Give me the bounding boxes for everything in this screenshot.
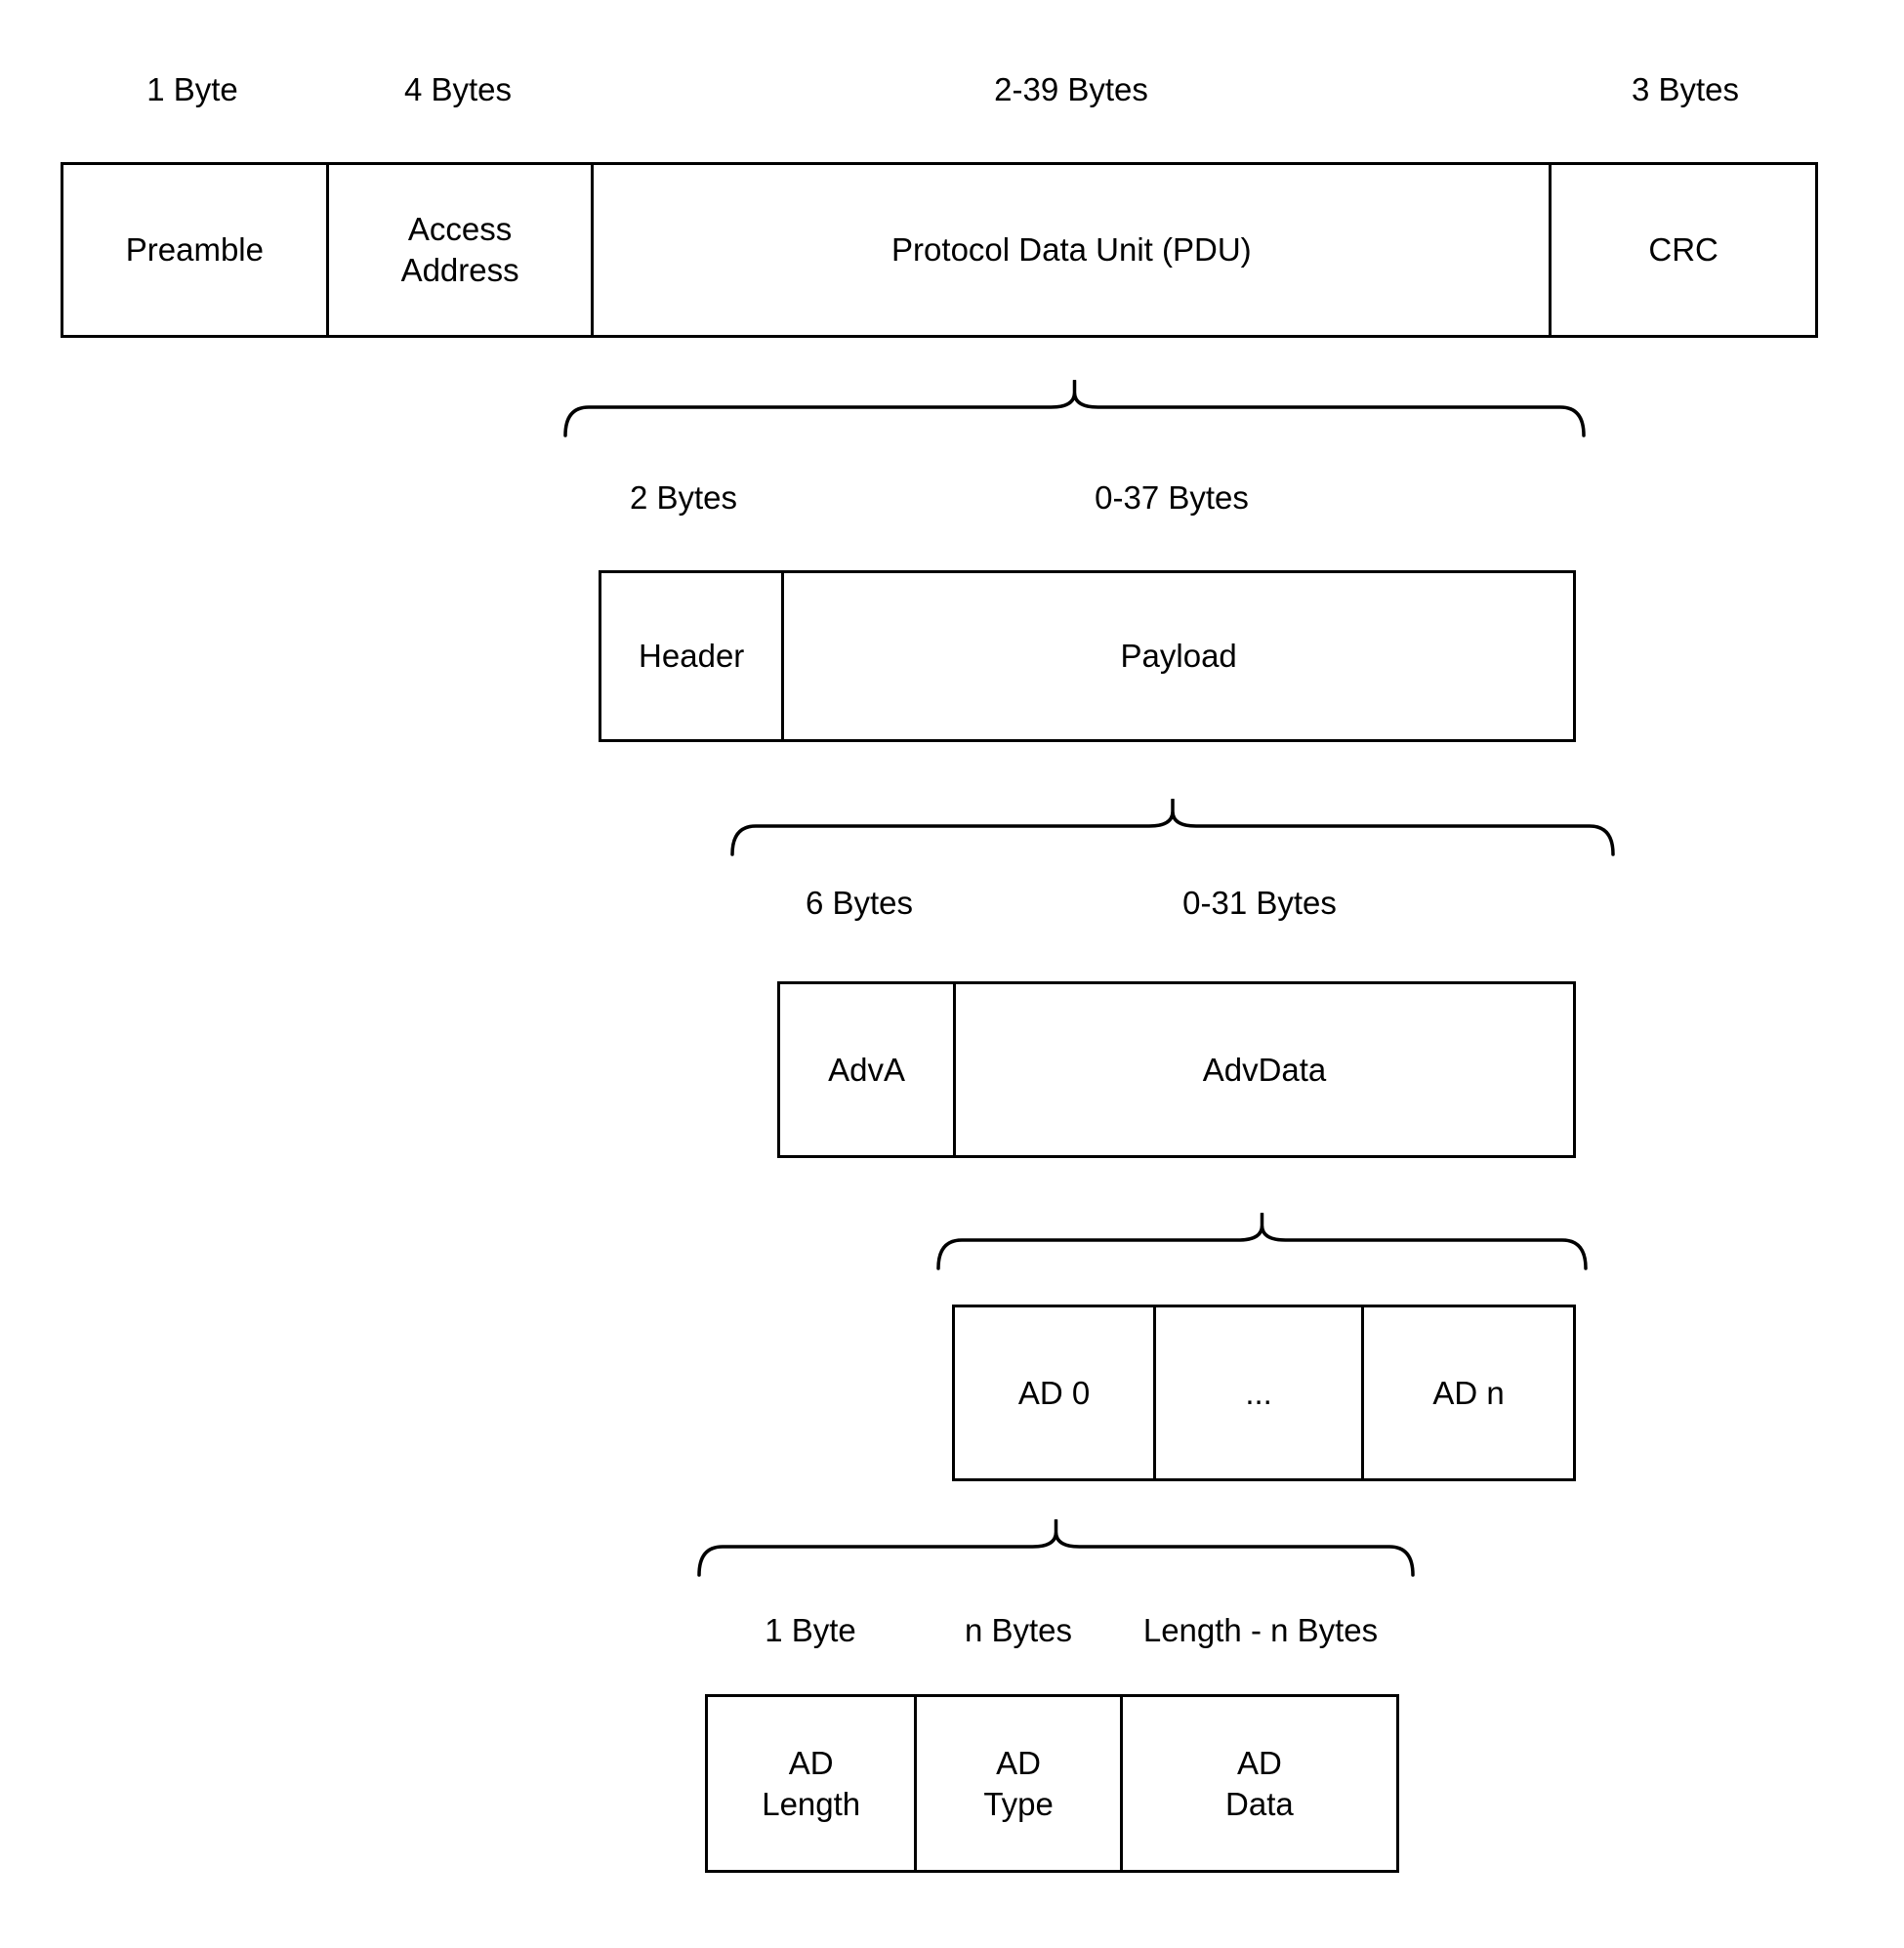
brace-payload-expansion [730, 799, 1615, 856]
cell-access-address: Access Address [325, 165, 592, 335]
size-label-advdata: 0-31 Bytes [1182, 885, 1337, 921]
cell-crc: CRC [1549, 165, 1815, 335]
size-label-pdu: 2-39 Bytes [994, 71, 1148, 107]
brace-advdata-expansion [936, 1213, 1588, 1270]
size-label-preamble: 1 Byte [146, 71, 238, 107]
packet-fields-row: Preamble Access Address Protocol Data Un… [61, 162, 1818, 338]
cell-payload: Payload [781, 573, 1573, 739]
cell-adva: AdvA [828, 1051, 905, 1088]
brace-pdu-expansion [563, 380, 1586, 437]
cell-ad-ellipsis: ... [1153, 1307, 1361, 1478]
size-label-adva: 6 Bytes [805, 885, 914, 921]
cell-ad0: AD 0 [1017, 1374, 1091, 1411]
payload-fields-row: AdvA AdvData [777, 981, 1576, 1158]
cell-pdu: Protocol Data Unit (PDU) [591, 165, 1549, 335]
cell-ad-length: AD Length [762, 1744, 861, 1822]
advdata-structures-row: AD 0 ... AD n [952, 1305, 1576, 1481]
brace-ad0-expansion [697, 1519, 1415, 1577]
size-label-ad-length: 1 Byte [765, 1612, 856, 1648]
size-label-header: 2 Bytes [629, 479, 738, 516]
size-label-ad-type: n Bytes [964, 1612, 1073, 1648]
size-label-ad-data: Length - n Bytes [1142, 1612, 1379, 1648]
cell-advdata: AdvData [953, 984, 1573, 1155]
cell-ad-type: AD Type [914, 1697, 1119, 1870]
pdu-fields-row: Header Payload [599, 570, 1576, 742]
cell-header: Header [639, 638, 745, 675]
cell-preamble: Preamble [125, 231, 264, 269]
cell-adn: AD n [1361, 1307, 1573, 1478]
cell-ad-data: AD Data [1119, 1697, 1396, 1870]
size-label-access-address: 4 Bytes [403, 71, 513, 107]
size-label-crc: 3 Bytes [1631, 71, 1740, 107]
size-label-payload: 0-37 Bytes [1095, 479, 1249, 516]
ad-structure-row: AD Length AD Type AD Data [705, 1694, 1399, 1873]
